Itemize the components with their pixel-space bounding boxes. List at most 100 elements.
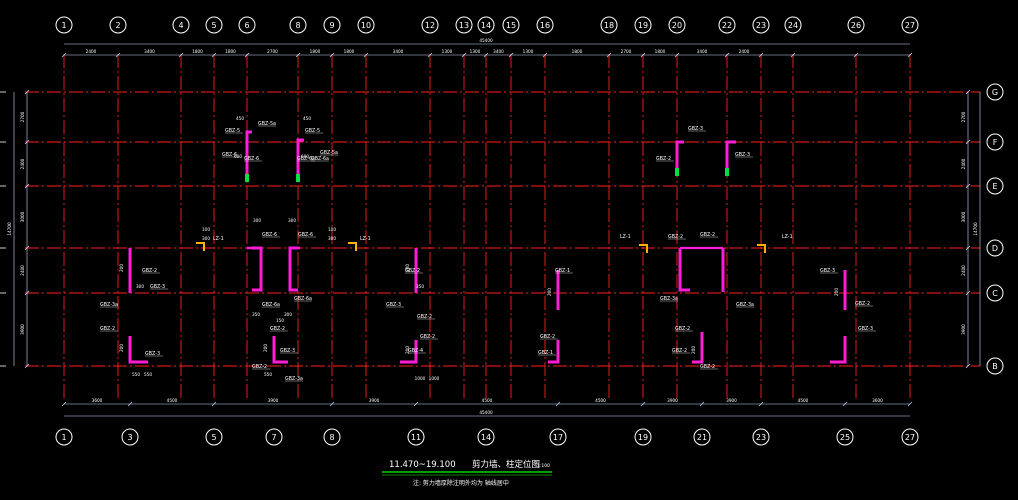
axis-bubble-bottom-7-circle <box>265 428 283 446</box>
dim-left-tick-1 <box>24 139 30 145</box>
dim-bottom-tick-4 <box>413 401 419 407</box>
axis-bubble-top-9: 9 <box>323 16 341 34</box>
wall-tag-23: GBZ-4 <box>408 348 423 354</box>
dim-left-tick-0 <box>24 89 30 95</box>
axis-bubble-top-13-circle <box>455 16 473 34</box>
axis-bubble-bottom-7: 7 <box>265 428 283 446</box>
axis-bubble-top-16: 16 <box>536 16 554 34</box>
axis-bubble-bottom-27: 27 <box>901 428 919 446</box>
dim-left-tick-4 <box>24 290 30 296</box>
axis-bubble-right-E-label: E <box>992 182 997 191</box>
dim-top-tick-9 <box>461 52 467 58</box>
wall-tag-41: GBZ-3 <box>858 326 873 332</box>
axis-bubble-top-9-label: 9 <box>329 21 334 30</box>
axis-bubble-top-18-label: 18 <box>604 21 614 30</box>
wall-thickness-6: 200 <box>405 346 410 354</box>
drawing-title: 剪力墙、柱定位图 <box>472 459 540 470</box>
dim-right-tick-4 <box>965 290 971 296</box>
axis-bubble-bottom-14: 14 <box>477 428 495 446</box>
dim-top-label-11: 1300 <box>523 49 534 54</box>
dim-top-tick-0 <box>61 52 67 58</box>
axis-bubble-bottom-21: 21 <box>693 428 711 446</box>
wall-tag-4: GBZ-6 <box>222 152 237 158</box>
wall-tag-10: GBZ-6a <box>262 302 280 308</box>
axis-bubble-top-26-label: 26 <box>851 21 861 30</box>
axis-bubble-right-G-label: G <box>992 88 998 97</box>
wall-tag-6: GBZ-6a <box>311 156 329 162</box>
dim-left-total: 14700 <box>7 222 12 236</box>
axis-bubble-top-23-circle <box>752 16 770 34</box>
axis-bubble-bottom-3: 3 <box>121 428 139 446</box>
axis-bubble-bottom-8-circle <box>323 428 341 446</box>
dim-left-label-4: 3900 <box>20 324 25 335</box>
axis-bubble-bottom-19-circle <box>634 428 652 446</box>
axis-bubble-top-12-label: 12 <box>425 21 435 30</box>
axis-bubble-bottom-8-label: 8 <box>329 433 334 442</box>
dim-bottom-label-1: 4500 <box>167 398 178 403</box>
axis-bubble-right-B-label: B <box>992 362 998 371</box>
wall-thickness-5: 200 <box>263 344 268 352</box>
drawing-note: 注: 剪力墙厚除注明外均为 轴线居中 <box>413 479 509 487</box>
axis-bubble-top-1-circle <box>55 16 73 34</box>
dim-right-label-0: 2700 <box>961 111 966 122</box>
axis-bubble-top-26-circle <box>847 16 865 34</box>
axis-bubble-bottom-17: 17 <box>549 428 567 446</box>
dim-top-label-8: 1300 <box>442 49 453 54</box>
axis-bubble-top-18-circle <box>600 16 618 34</box>
wall-dim-6: 100 <box>328 227 336 232</box>
axis-bubble-bottom-25: 25 <box>836 428 854 446</box>
title-block: 11.470~19.100 剪力墙、柱定位图 1:100 注: 剪力墙厚除注明外… <box>382 459 552 487</box>
dim-bottom-label-2: 3900 <box>268 398 279 403</box>
wall-dim-8: 300 <box>253 218 261 223</box>
dim-top-label-3: 1800 <box>225 49 236 54</box>
wall-tag-31: GBZ-3 <box>735 152 750 158</box>
wall-dim-12: 300 <box>136 284 144 289</box>
dim-right-label-3: 2400 <box>961 265 966 276</box>
axis-bubble-top-6-circle <box>238 16 256 34</box>
dim-top-label-7: 3400 <box>393 49 404 54</box>
axis-bubble-bottom-8: 8 <box>323 428 341 446</box>
wall-f-8a <box>296 138 304 178</box>
dim-top-label-6: 1800 <box>344 49 355 54</box>
axis-bubble-right-B-circle <box>986 357 1004 375</box>
dim-bottom-tick-9 <box>842 401 848 407</box>
dim-top-label-2: 1800 <box>192 49 203 54</box>
wall-dim-10: 350 <box>252 312 260 317</box>
axis-bubble-top-8-circle <box>289 16 307 34</box>
dim-right-tick-3 <box>965 245 971 251</box>
wall-b-21 <box>692 332 704 364</box>
dim-top-label-14: 1800 <box>655 49 666 54</box>
wall-f-22 <box>725 140 736 172</box>
axis-bubble-bottom-1-label: 1 <box>61 433 66 442</box>
dim-top-label-0: 2400 <box>86 49 97 54</box>
dim-top-label-12: 1800 <box>572 49 583 54</box>
axis-bubble-top-15-circle <box>502 16 520 34</box>
dim-top-tick-8 <box>427 52 433 58</box>
dim-left-tick-5 <box>24 363 30 369</box>
dim-top-tick-11 <box>508 52 514 58</box>
axis-bubble-right-F-circle <box>986 133 1004 151</box>
wall-end-marker-0 <box>245 174 249 182</box>
axis-bubble-top-10-circle <box>357 16 375 34</box>
axis-bubble-top-14: 14 <box>477 16 495 34</box>
wall-tag-21: GBZ-3 <box>280 348 295 354</box>
dim-top-label-15: 3400 <box>697 49 708 54</box>
wall-tag-0: GBZ-5 <box>225 128 240 134</box>
wall-dim-13: 350 <box>416 284 424 289</box>
column-tag-1: LZ-1 <box>360 236 371 242</box>
dim-left-label-1: 2400 <box>20 158 25 169</box>
axis-bubble-top-6: 6 <box>238 16 256 34</box>
wall-tag-11: GBZ-6a <box>294 296 312 302</box>
axis-bubble-top-9-circle <box>323 16 341 34</box>
axis-bubble-top-5-circle <box>205 16 223 34</box>
dim-bottom-label-6: 3900 <box>667 398 678 403</box>
wall-tag-8: GBZ-6 <box>262 232 277 238</box>
axis-bubble-top-13: 13 <box>455 16 473 34</box>
dim-left-label-2: 3000 <box>20 211 25 222</box>
dim-bottom-tick-2 <box>211 401 217 407</box>
axis-bubble-top-14-circle <box>477 16 495 34</box>
wall-dim-15: 550 <box>144 372 152 377</box>
axis-bubble-bottom-27-label: 27 <box>905 433 915 442</box>
dim-top-tick-10 <box>483 52 489 58</box>
